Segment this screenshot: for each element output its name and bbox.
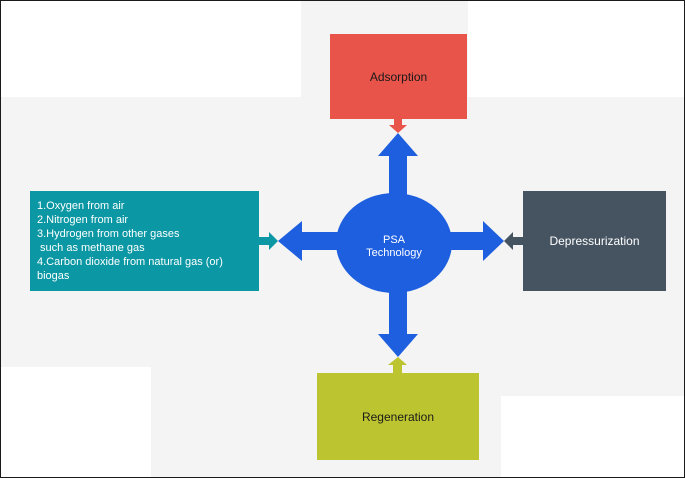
- center-label-line1: PSA: [382, 234, 405, 246]
- center-label-line2: Technology: [366, 247, 422, 259]
- depressurization-box: Depressurization: [523, 191, 666, 291]
- applications-item: 4.Carbon dioxide from natural gas (or): [37, 256, 223, 268]
- background-patch: [501, 396, 684, 477]
- connector-right-arrow: [504, 232, 523, 250]
- applications-box: 1.Oxygen from air 2.Nitrogen from air 3.…: [30, 191, 259, 291]
- arrow-up: [378, 133, 418, 197]
- adsorption-label: Adsorption: [369, 69, 428, 84]
- center-circle: [336, 193, 452, 293]
- applications-item: biogas: [37, 270, 70, 282]
- regeneration-box: Regeneration: [317, 373, 479, 460]
- applications-item: such as methane gas: [37, 242, 145, 254]
- applications-item: 2.Nitrogen from air: [37, 214, 129, 226]
- applications-item: 1.Oxygen from air: [37, 200, 125, 212]
- background-patch: [1, 1, 301, 97]
- center-label: PSA Technology: [342, 234, 446, 260]
- applications-list: 1.Oxygen from air 2.Nitrogen from air 3.…: [37, 199, 223, 283]
- arrow-left: [278, 221, 341, 261]
- connector-bottom-arrow: [388, 357, 407, 373]
- adsorption-box: Adsorption: [330, 34, 467, 119]
- background-patch: [1, 367, 151, 477]
- connector-left-arrow: [259, 232, 278, 250]
- arrow-right: [449, 221, 504, 261]
- depressurization-label: Depressurization: [549, 234, 640, 248]
- background-patch: [468, 1, 684, 97]
- connector-top-arrow: [389, 119, 407, 133]
- arrow-down: [378, 287, 418, 357]
- applications-item: 3.Hydrogen from other gases: [37, 228, 180, 240]
- regeneration-label: Regeneration: [361, 409, 435, 424]
